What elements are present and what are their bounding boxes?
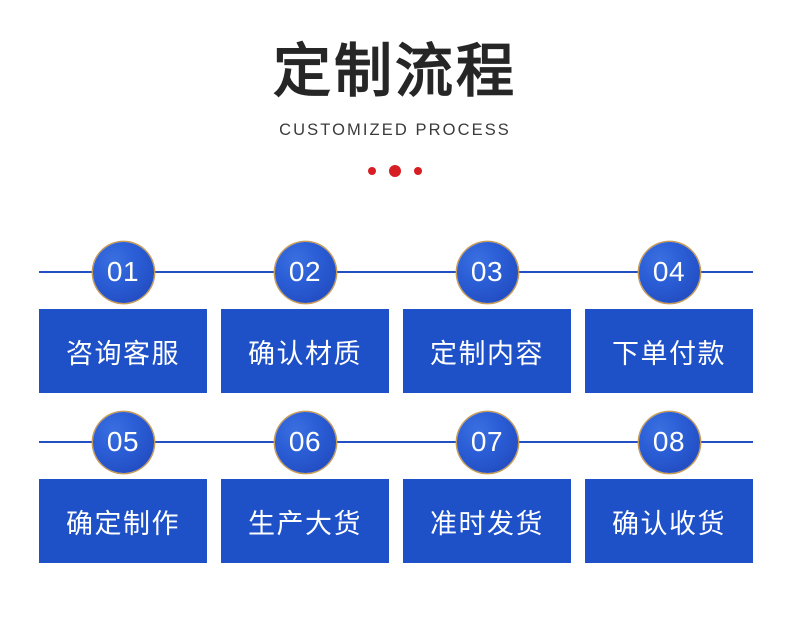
- badge-cell-04: 04: [585, 241, 753, 303]
- step-box-04[interactable]: 下单付款: [585, 309, 753, 393]
- dot-icon-left: [368, 166, 376, 175]
- step-number-08: 08: [652, 426, 686, 457]
- step-label-04: 下单付款: [612, 338, 726, 370]
- step-badge-08[interactable]: 08: [638, 411, 700, 473]
- step-label-07: 准时发货: [430, 508, 544, 540]
- step-number-07: 07: [470, 426, 504, 457]
- step-number-01: 01: [106, 256, 140, 287]
- step-badge-01[interactable]: 01: [92, 241, 154, 303]
- row-2-step-boxes: 确定制作 生产大货 准时发货 确认收货: [39, 479, 753, 563]
- page-title: 定制流程: [272, 37, 517, 105]
- step-box-03[interactable]: 定制内容: [403, 309, 571, 393]
- step-box-08[interactable]: 确认收货: [585, 479, 753, 563]
- badge-cell-01: 01: [39, 241, 207, 303]
- step-number-06: 06: [288, 426, 322, 457]
- decorative-dots: [0, 139, 790, 177]
- step-box-07[interactable]: 准时发货: [403, 479, 571, 563]
- row-1-connector-line: [39, 271, 753, 273]
- row-1-step-boxes: 咨询客服 确认材质 定制内容 下单付款: [39, 309, 753, 393]
- step-badge-03[interactable]: 03: [456, 241, 518, 303]
- step-badge-07[interactable]: 07: [456, 411, 518, 473]
- row-2-step-badges: 05 06 07 08: [39, 411, 753, 473]
- badge-cell-03: 03: [403, 241, 571, 303]
- step-label-08: 确认收货: [612, 508, 726, 540]
- step-number-03: 03: [470, 256, 504, 287]
- step-label-02: 确认材质: [248, 338, 362, 370]
- page-header: 定制流程 CUSTOMIZED PROCESS: [0, 0, 790, 177]
- step-label-05: 确定制作: [66, 508, 180, 540]
- step-label-03: 定制内容: [430, 338, 544, 370]
- row-2-connector-line: [39, 441, 753, 443]
- step-badge-02[interactable]: 02: [274, 241, 336, 303]
- step-box-06[interactable]: 生产大货: [221, 479, 389, 563]
- badge-cell-06: 06: [221, 411, 389, 473]
- step-box-01[interactable]: 咨询客服: [39, 309, 207, 393]
- step-badge-05[interactable]: 05: [92, 411, 154, 473]
- step-number-05: 05: [106, 426, 140, 457]
- badge-cell-08: 08: [585, 411, 753, 473]
- badge-cell-02: 02: [221, 241, 389, 303]
- badge-cell-05: 05: [39, 411, 207, 473]
- page-subtitle: CUSTOMIZED PROCESS: [279, 121, 511, 139]
- step-box-02[interactable]: 确认材质: [221, 309, 389, 393]
- step-label-01: 咨询客服: [66, 338, 180, 370]
- step-box-05[interactable]: 确定制作: [39, 479, 207, 563]
- step-badge-04[interactable]: 04: [638, 241, 700, 303]
- step-badge-06[interactable]: 06: [274, 411, 336, 473]
- row-1-step-badges: 01 02 03 04: [39, 241, 753, 303]
- step-number-02: 02: [288, 256, 322, 287]
- dot-icon-center: [389, 164, 401, 177]
- step-number-04: 04: [652, 256, 686, 287]
- step-label-06: 生产大货: [248, 508, 362, 540]
- dot-icon-right: [414, 166, 422, 175]
- badge-cell-07: 07: [403, 411, 571, 473]
